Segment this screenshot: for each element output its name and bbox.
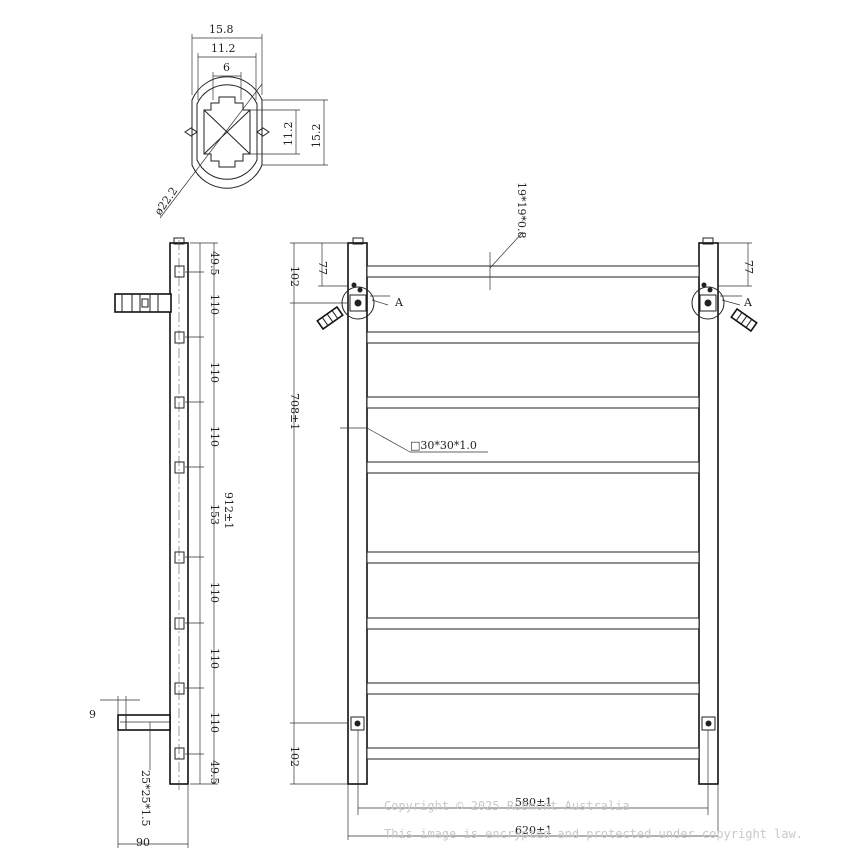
dim-side-total: 912±1 xyxy=(222,492,235,529)
front-view: A A 19*19* xyxy=(288,182,758,840)
dim-front-top-inner-left: 77 xyxy=(316,261,329,275)
dim-front-outer-width: 620±1 xyxy=(515,824,552,837)
dim-side-spacing-7: 110 xyxy=(208,712,221,733)
dim-side-spacing-5: 110 xyxy=(208,582,221,603)
front-left-mount: A xyxy=(316,282,404,331)
dim-height-inner: 11.2 xyxy=(282,122,295,147)
side-top-bracket xyxy=(114,293,172,313)
side-view: 49.5 110 110 110 153 110 110 110 49.5 91… xyxy=(89,237,235,849)
dim-side-top: 49.5 xyxy=(208,251,221,276)
dim-front-mount-height: 708±1 xyxy=(288,393,301,430)
dim-front-top-left: 102 xyxy=(288,266,301,287)
side-bottom-bracket xyxy=(117,714,171,731)
side-bar-ends xyxy=(174,265,185,760)
dim-side-depth: 90 xyxy=(136,836,150,849)
dim-slot: 6 xyxy=(223,61,230,74)
dim-front-top-right: 77 xyxy=(742,260,755,274)
dim-width-outer: 15.8 xyxy=(209,23,234,36)
front-left-post xyxy=(347,242,368,785)
dim-side-offset: 9 xyxy=(89,708,96,721)
watermark-line-2: This image is encrypted and protected un… xyxy=(384,827,803,841)
dim-side-spacing-4: 153 xyxy=(208,504,221,525)
dim-front-bottom-left: 102 xyxy=(288,746,301,767)
dim-side-spacing-1: 110 xyxy=(208,294,221,315)
front-right-mount: A xyxy=(691,282,758,333)
front-right-post xyxy=(698,242,719,785)
dim-side-bracket: 25*25*1.5 xyxy=(139,770,152,827)
section-view: 15.8 11.2 6 11.2 15.2 ø22.2 xyxy=(152,23,328,219)
front-rungs xyxy=(366,265,700,760)
dim-side-spacing-2: 110 xyxy=(208,362,221,383)
dim-side-spacing-3: 110 xyxy=(208,426,221,447)
front-bottom-mounts xyxy=(350,716,716,731)
dim-side-bottom: 49.5 xyxy=(208,760,221,785)
section-marker-left: A xyxy=(394,296,404,309)
section-marker-right: A xyxy=(743,296,753,309)
dim-side-spacing-6: 110 xyxy=(208,648,221,669)
dim-front-inner-width: 580±1 xyxy=(515,796,552,809)
section-inner-profile xyxy=(203,96,251,168)
dim-width-inner: 11.2 xyxy=(211,42,236,55)
watermark-line-1: Copyright © 2025 Rubmont Australia xyxy=(384,799,630,813)
bar-spec: 19*19*0.8 xyxy=(515,182,528,239)
dim-diameter: ø22.2 xyxy=(152,185,181,218)
post-spec: □30*30*1.0 xyxy=(410,439,477,452)
dim-height-outer: 15.2 xyxy=(310,124,323,149)
